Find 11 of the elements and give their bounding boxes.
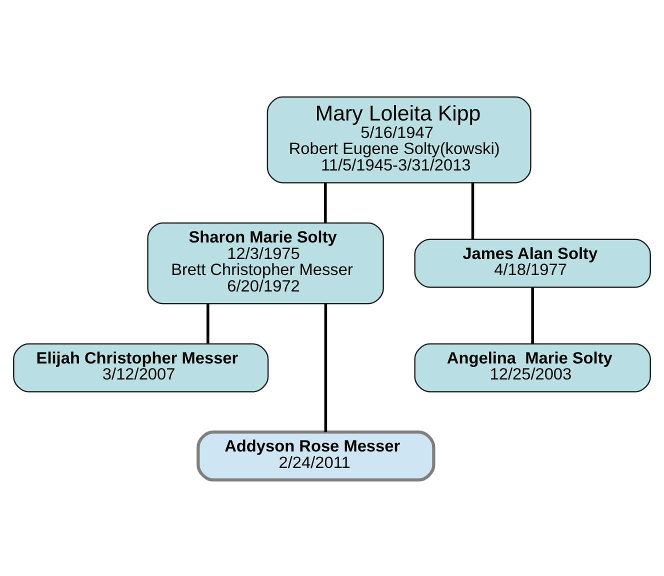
node-box: Angelina Marie Solty 12/25/2003 bbox=[414, 342, 651, 392]
connector bbox=[206, 304, 210, 343]
node-box: Sharon Marie Solty 12/3/1975 Brett Christopher Messer 6/20/1972 bbox=[147, 222, 384, 304]
connector bbox=[531, 287, 534, 344]
node-box: Elijah Christopher Messer 3/12/2007 bbox=[13, 342, 269, 392]
node-box: James Alan Solty 4/18/1977 bbox=[414, 238, 651, 288]
connector bbox=[324, 182, 327, 222]
node-box: Mary Loleita Kipp 5/16/1947 Robert Eugene Solty(kowski) 11/5/1945-3/31/2013 bbox=[266, 96, 532, 183]
connector bbox=[324, 303, 328, 432]
connector bbox=[471, 182, 474, 239]
node-box: Addyson Rose Messer 2/24/2011 bbox=[196, 430, 436, 482]
